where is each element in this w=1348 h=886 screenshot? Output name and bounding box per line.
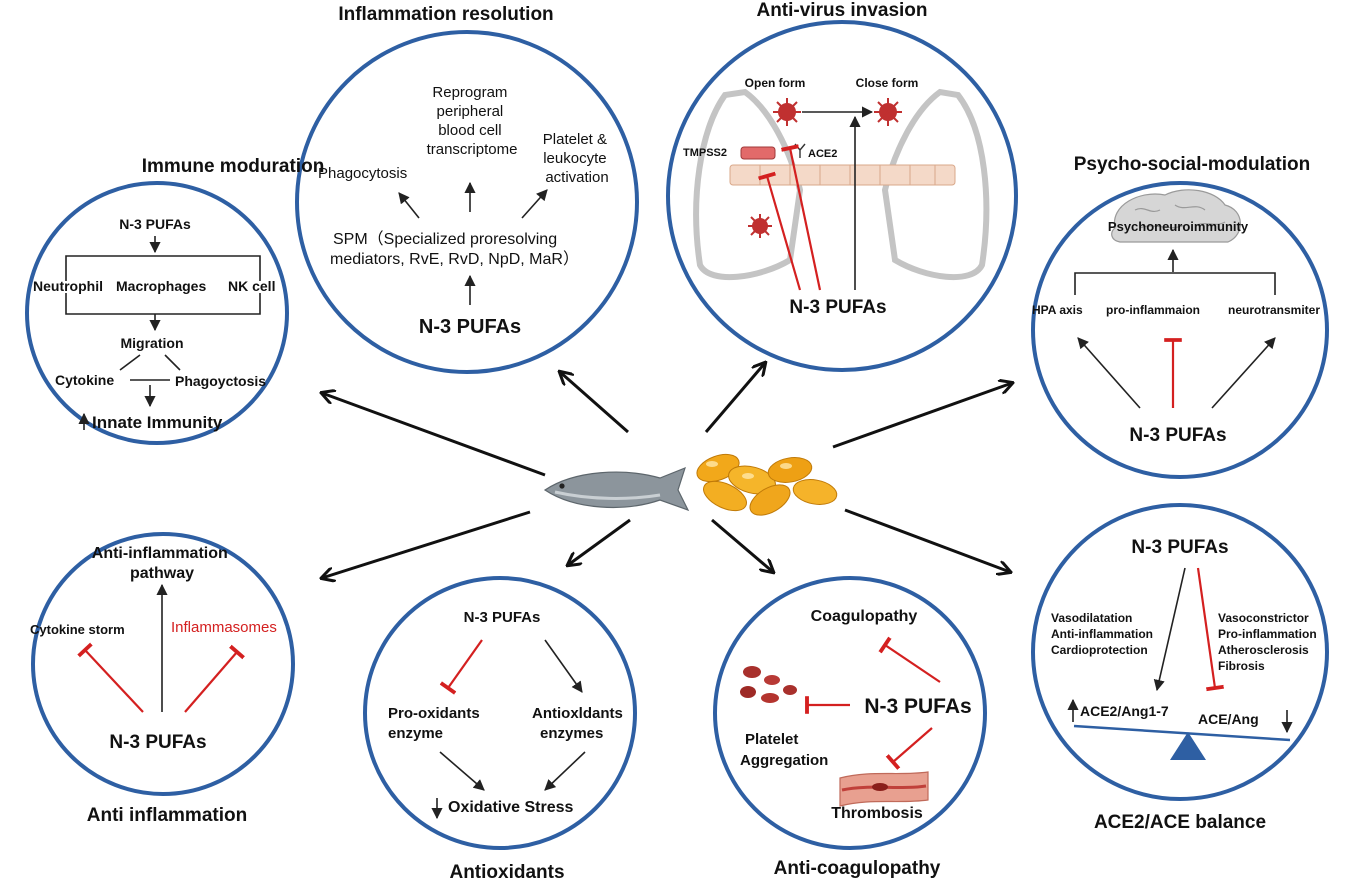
panel-anti-inflammation: Anti-inflammation pathway Cytokine storm… [30,532,295,826]
title-psycho: Psycho-social-modulation [1074,154,1310,175]
spm-line-2: mediators, RvE, RvD, NpD, MaR） [330,250,579,268]
panel-immune-moduration: Immune moduration N-3 PUFAs Neutrophil M… [25,156,325,445]
panel-anti-coagulopathy: Coagulopathy N-3 PUFAs Platelet Aggregat… [713,576,987,879]
arrow-to-psycho [832,383,1012,449]
resolution-npufas: N-3 PUFAs [419,316,521,338]
close-form-label: Close form [856,76,919,90]
circle-resolution [295,30,639,374]
arrow-to-resolution [560,372,629,434]
title-anti-inflammation: Anti inflammation [87,805,247,826]
brain-icon [1111,189,1241,243]
blood-vessel-icon [839,771,929,807]
virus-close-icon [874,98,902,126]
balance-beam [1073,724,1291,742]
panel-ace-balance: N-3 PUFAs Vasodilatation Anti-inflammati… [1031,503,1329,833]
arrow-to-antivirus [704,363,765,433]
cytokine-label: Cytokine [55,372,114,388]
title-inflammation-resolution: Inflammation resolution [338,4,553,25]
title-ace-balance: ACE2/ACE balance [1094,812,1266,833]
panel-inflammation-resolution: Inflammation resolution Reprogram periph… [295,4,639,374]
phagocytosis-label: Phagocytosis [318,165,407,182]
balance-fulcrum-icon [1170,732,1206,760]
antioxidant-enzymes-text: Antioxldants enzymes [532,705,627,742]
fish-icon [543,466,690,512]
immune-npufas: N-3 PUFAs [119,216,191,232]
panel-psycho: Psycho-social-modulation Psychoneuroimmu… [1031,154,1329,479]
platelet-aggregation-text: Platelet Aggregation [740,731,828,769]
pro-inflammation-label: pro-inflammaion [1106,303,1200,317]
macrophages-label: Macrophages [116,278,206,294]
antivirus-npufas: N-3 PUFAs [789,297,886,318]
oxidative-stress-label: Oxidative Stress [448,799,574,816]
ace2-effects-text: Vasodilatation Anti-inflammation Cardiop… [1051,611,1156,657]
left-lung-icon [693,88,804,281]
circle-antiinflammation [31,532,295,796]
antioxidants-npufas: N-3 PUFAs [464,609,541,626]
circle-antivirus [666,20,1018,372]
tmpss2-label: TMPSS2 [683,147,727,159]
ace2-ang-label: ACE2/Ang1-7 [1080,703,1169,719]
hpa-axis-label: HPA axis [1032,303,1083,317]
thrombosis-label: Thrombosis [831,805,923,822]
arrow-to-ace [844,508,1010,572]
coagulopathy-label: Coagulopathy [811,608,918,625]
circle-ace [1031,503,1329,801]
anticoag-npufas: N-3 PUFAs [864,695,971,718]
platelet-activation-text: Platelet & leukocyte activation [543,131,611,186]
arrow-to-immune [322,393,546,477]
panel-anti-virus: Anti-virus invasion Open form Close form… [666,0,1018,372]
reprogram-text: Reprogram peripheral blood cell transcri… [427,84,518,158]
antiinflammation-npufas: N-3 PUFAs [109,732,206,753]
cytokine-storm-label: Cytokine storm [30,622,125,637]
arrow-to-antiinflammation [322,510,531,578]
central-arrows [322,363,1012,578]
ace-npufas: N-3 PUFAs [1131,537,1228,558]
migration-label: Migration [121,335,184,351]
title-anti-virus: Anti-virus invasion [756,0,927,21]
neutrophil-label: Neutrophil [33,278,103,294]
psychoneuroimmunity-label: Psychoneuroimmunity [1108,219,1249,234]
right-lung-icon [881,88,990,281]
ace-effects-text: Vasoconstrictor Pro-inflammation Atheros… [1218,611,1320,673]
fish-oil-capsules-icon [696,453,838,516]
panel-antioxidants: N-3 PUFAs Pro-oxidants enzyme Antioxldan… [363,576,637,883]
anti-inflammation-pathway-text: Anti-inflammation pathway [92,545,232,582]
open-form-label: Open form [745,76,806,90]
epithelial-cells [729,164,956,186]
innate-immunity-label: Innate Immunity [92,413,223,432]
virus-open-icon [773,98,801,126]
phagocytosis-immune-label: Phagoyctosis [175,373,266,389]
virus-free-icon [748,214,772,238]
psycho-npufas: N-3 PUFAs [1129,425,1226,446]
pro-oxidants-text: Pro-oxidants enzyme [388,705,484,742]
inflammasomes-label: Inflammasomes [171,619,277,636]
nk-cell-label: NK cell [228,278,275,294]
spm-line-1: SPM（Specialized proresolving [333,230,557,248]
circle-antioxidants [363,576,637,850]
circle-immune [25,181,289,445]
title-anti-coagulopathy: Anti-coagulopathy [774,858,941,879]
arrow-to-antioxidants [568,518,631,565]
neurotransmitter-label: neurotransmiter [1228,303,1320,317]
arrow-to-anticoag [711,518,773,572]
title-immune-moduration: Immune moduration [142,156,325,177]
platelet-cells-icon [740,666,797,703]
circle-psycho [1031,181,1329,479]
ace2-label: ACE2 [808,148,837,160]
tmpss2-icon [740,146,776,160]
ace-ang-label: ACE/Ang [1198,711,1259,727]
title-antioxidants: Antioxidants [449,862,564,883]
